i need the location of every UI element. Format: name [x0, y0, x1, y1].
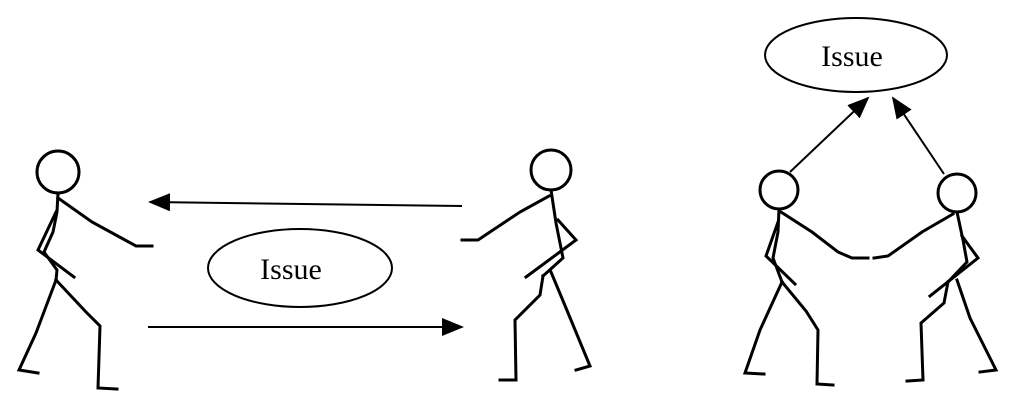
pair-person-b-holding-arm — [872, 211, 956, 260]
left-person-back-arm — [36, 210, 77, 280]
right-person-front-leg — [498, 274, 545, 382]
right-person-back-leg — [549, 270, 593, 372]
left-scene: Issue — [16, 148, 593, 391]
right-person-reaching-arm — [460, 193, 552, 242]
arrow-right-to-left — [148, 193, 463, 212]
arrow-person-b-to-issue — [891, 96, 945, 175]
left-person-front-leg — [53, 277, 119, 391]
pair-person-a-torso — [771, 207, 784, 284]
pair-person-b-figure — [872, 172, 999, 383]
pair-person-a-back-leg — [742, 280, 784, 376]
arrow-person-a-to-issue — [789, 96, 870, 173]
pair-person-b-back-arm — [927, 233, 981, 299]
pair-person-b-back-leg — [955, 278, 999, 374]
pair-person-b-torso — [945, 210, 969, 285]
left-issue-bubble — [207, 228, 393, 308]
right-person-torso — [540, 188, 565, 279]
pair-person-a-head — [758, 169, 800, 211]
pair-person-a-front-leg — [779, 279, 835, 387]
pair-person-a-holding-arm — [778, 209, 870, 260]
left-issue-label: Issue — [260, 253, 322, 286]
right-scene: Issue — [742, 17, 999, 387]
pair-person-b-head — [936, 172, 978, 214]
pair-person-a-back-arm — [764, 220, 798, 287]
right-person-head — [529, 148, 573, 192]
left-person-back-leg — [16, 278, 58, 375]
right-person-figure — [460, 148, 593, 382]
right-issue-bubble — [764, 17, 948, 93]
left-person-torso — [42, 191, 60, 282]
left-person-reaching-arm — [55, 195, 154, 248]
pair-person-b-front-leg — [905, 280, 950, 383]
right-person-back-arm — [523, 217, 579, 280]
left-person-figure — [16, 149, 154, 391]
pair-person-a-figure — [742, 169, 870, 387]
right-issue-label: Issue — [821, 40, 883, 73]
left-person-head — [35, 149, 81, 195]
